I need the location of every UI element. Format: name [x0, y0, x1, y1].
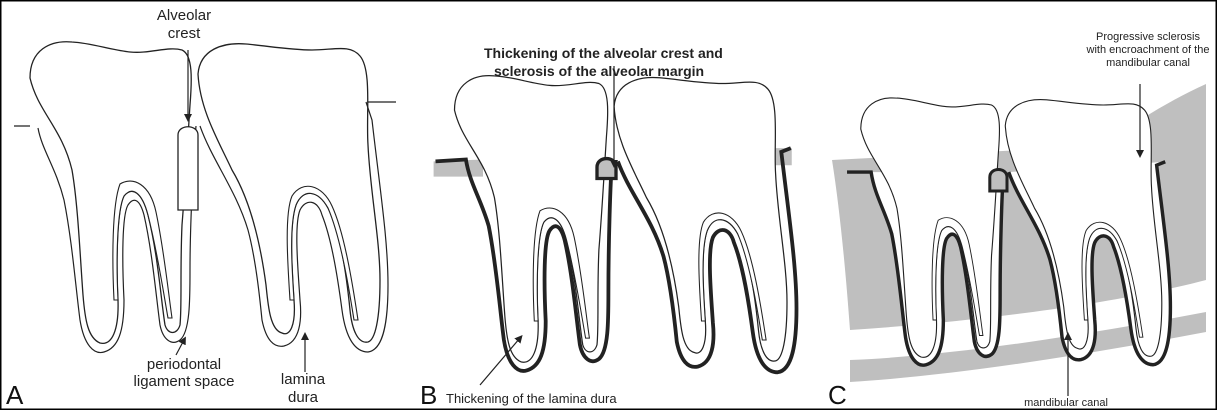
panel-letter-a: A — [6, 380, 24, 410]
label-pdl-1: periodontal — [147, 356, 221, 373]
label-c-top-2: with encroachment of the — [1086, 44, 1210, 56]
label-c-top-3: mandibular canal — [1106, 57, 1190, 69]
left-molar — [30, 42, 196, 353]
label-c-top-1: Progressive sclerosis — [1096, 31, 1200, 43]
label-b-bottom: Thickening of the lamina dura — [446, 391, 617, 406]
panel-letter-b: B — [420, 380, 437, 410]
label-lamina-dura-2: dura — [288, 389, 319, 406]
label-b-top-2: sclerosis of the alveolar margin — [494, 63, 704, 79]
panel-a: Alveolar crest periodontal ligament spac… — [6, 7, 396, 410]
label-lamina-dura-1: lamina — [281, 371, 326, 388]
arrow-lamina-dura-thickening — [480, 338, 520, 385]
c-alveolar-crest — [990, 170, 1007, 192]
label-pdl-2: ligament space — [134, 373, 235, 390]
label-alveolar-crest-2: crest — [168, 25, 201, 42]
panel-letter-c: C — [828, 380, 847, 410]
thick-alveolar-crest — [597, 159, 616, 179]
label-b-top-1: Thickening of the alveolar crest and — [484, 45, 723, 61]
label-c-bottom: mandibular canal — [1024, 397, 1108, 409]
label-alveolar-crest-1: Alveolar — [157, 7, 211, 24]
right-molar — [198, 44, 388, 352]
panel-b — [434, 76, 797, 373]
alveolar-crest-septum — [178, 127, 198, 210]
